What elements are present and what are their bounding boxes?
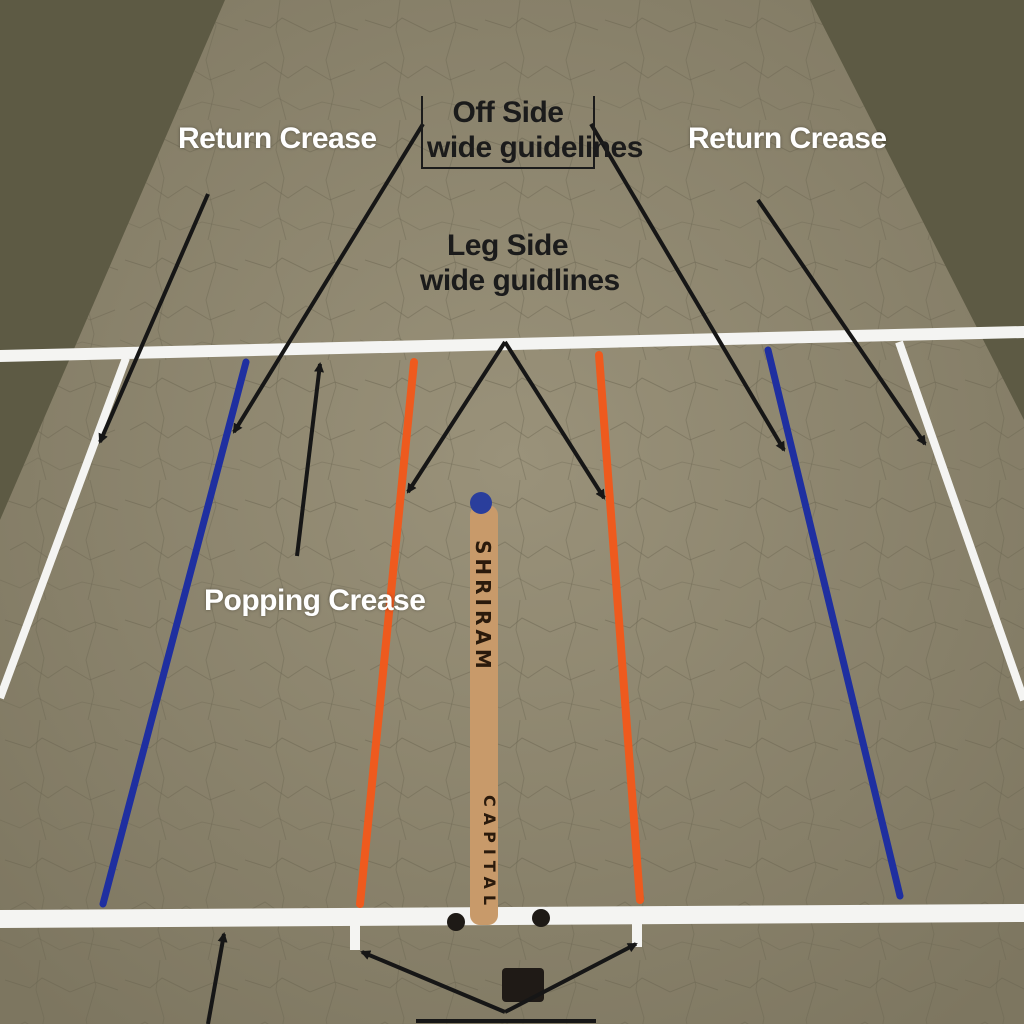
label-off-side-line2: wide guidelines: [427, 130, 643, 164]
crease-marker-right: [632, 915, 642, 947]
popping-crease-far: [0, 326, 1024, 362]
arrow-off-side-left: [232, 122, 425, 434]
arrow-popping-crease-far: [295, 362, 325, 557]
popping-crease-near: [0, 904, 1024, 928]
stump-base-right: [532, 909, 550, 927]
stump: [470, 505, 498, 925]
stump-brand-line2: CAPITAL: [480, 795, 499, 911]
label-off-side: Off Side wide guidelines: [421, 96, 643, 169]
crease-marker-left: [350, 920, 360, 950]
arrow-popping-crease-near: [206, 932, 228, 1024]
label-off-side-line1: Off Side: [452, 96, 564, 129]
arrow-crease-marker-right: [504, 942, 638, 1014]
label-leg-side-line2: wide guidlines: [420, 263, 620, 297]
off-side-guideline-right: [764, 346, 904, 900]
return-crease-right-line: [895, 340, 1024, 702]
arrow-leg-side-right: [503, 340, 606, 500]
arrows: [98, 122, 927, 1024]
stump-block: [502, 968, 544, 1002]
label-leg-side-line1: Leg Side: [446, 229, 569, 262]
label-return-crease-right: Return Crease: [688, 122, 887, 155]
leg-side-guideline-left: [356, 358, 418, 908]
stump-base-left: [447, 913, 465, 931]
leg-side-guideline-right: [595, 351, 644, 904]
arrow-leg-side-left: [406, 340, 507, 494]
stump-brand-line1: SHRIRAM: [471, 540, 495, 673]
label-leg-side: Leg Side wide guidlines: [420, 229, 620, 298]
label-popping-crease: Popping Crease: [204, 584, 426, 617]
off-side-guideline-left: [99, 358, 250, 908]
label-return-crease-left: Return Crease: [178, 122, 377, 155]
arrow-return-crease-right: [756, 198, 927, 446]
arrow-crease-marker-left: [360, 950, 506, 1014]
arrow-off-side-right: [589, 122, 786, 452]
return-crease-left-line: [0, 356, 130, 700]
arrow-return-crease-left: [98, 193, 210, 444]
stump-top-ball: [470, 492, 492, 514]
